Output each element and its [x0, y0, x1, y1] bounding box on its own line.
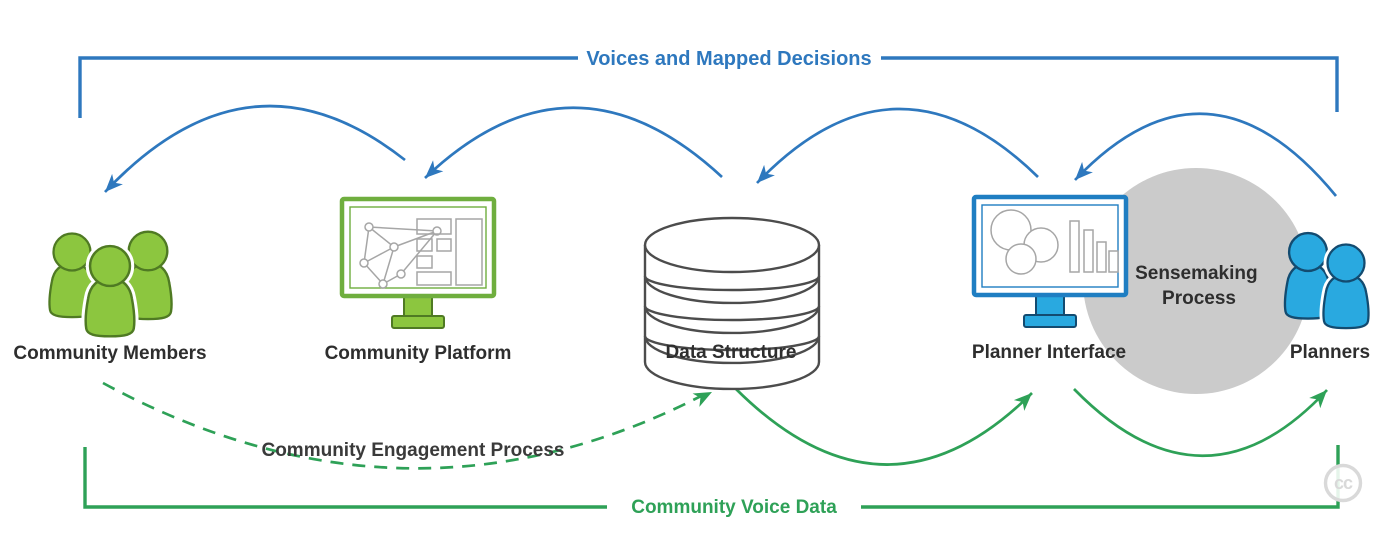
planners-label: Planners [1290, 342, 1370, 363]
arrow-plannerinterface-to-datastructure [751, 107, 1039, 189]
voices-flow-label: Voices and Mapped Decisions [586, 48, 871, 70]
svg-text:cc: cc [1334, 473, 1353, 493]
data-structure-label: Data Structure [666, 342, 797, 363]
wireframe-layout-icon [416, 218, 483, 286]
community-platform-label: Community Platform [325, 343, 512, 364]
community-members-label: Community Members [13, 343, 206, 364]
sensemaking-label: Sensemaking Process [1135, 263, 1263, 309]
people-pair-icon [1283, 231, 1369, 328]
arrow-datastructure-to-platform [419, 106, 723, 184]
voice-data-bracket-left [83, 447, 607, 509]
monitor-screen [339, 196, 497, 299]
arrow-datastructure-to-plannerinterface [735, 387, 1038, 466]
database-icon [643, 216, 821, 391]
cc-license-icon: cc [1323, 463, 1363, 503]
voices-bracket-right [881, 56, 1339, 112]
people-group-icon [48, 230, 173, 337]
network-graph-icon [359, 222, 442, 289]
monitor-charts-icon [971, 194, 1129, 328]
sensemaking-circle [1083, 168, 1309, 394]
arrow-plannerinterface-to-planners [1073, 384, 1333, 457]
arrow-platform-to-members [99, 104, 406, 198]
monitor-base [1023, 314, 1077, 328]
monitor-base [391, 315, 445, 329]
arrow-members-to-datastructure-dashed [102, 381, 716, 470]
planner-interface-label: Planner Interface [972, 342, 1126, 363]
arrow-planners-to-plannerinterface [1069, 112, 1338, 197]
engagement-process-label: Community Engagement Process [261, 440, 564, 461]
monitor-network-icon [339, 196, 497, 329]
bar-chart-icon [1069, 220, 1119, 273]
voice-data-bracket-right [861, 445, 1340, 509]
bubble-chart-icon [990, 209, 1059, 275]
voices-bracket-left [78, 56, 578, 118]
voice-data-flow-label: Community Voice Data [631, 497, 837, 518]
